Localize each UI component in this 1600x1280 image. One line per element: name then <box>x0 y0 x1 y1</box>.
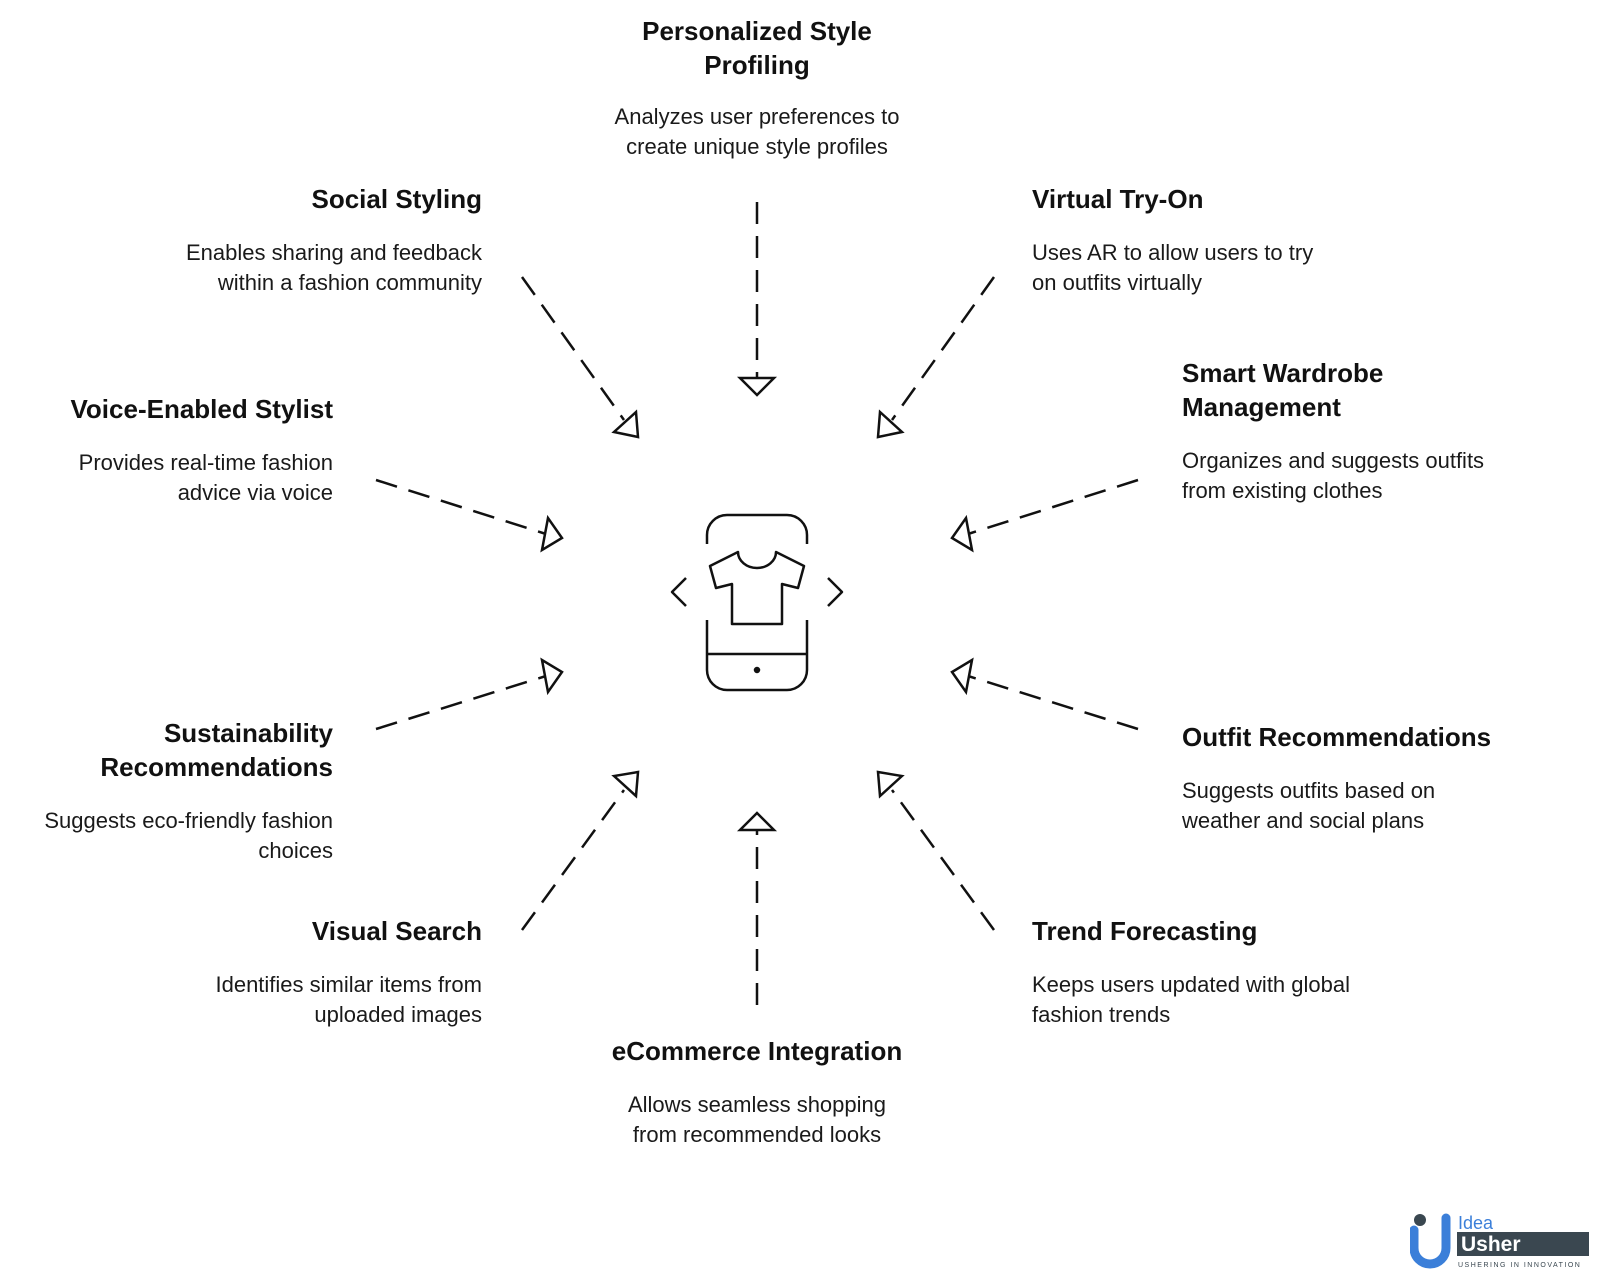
arrow-sustainability-recommendations <box>375 657 564 731</box>
arrow-personalized-style-profiling <box>736 202 778 397</box>
arrow-ecommerce-integration <box>736 811 778 1005</box>
feature-ecommerce-integration: eCommerce Integration Allows seamless sh… <box>557 1034 957 1150</box>
arrow-voice-enabled-stylist <box>375 478 564 553</box>
feature-title: Outfit Recommendations <box>1182 722 1492 752</box>
logo-mark-icon: Idea Usher USHERING IN INNOVATION <box>1409 1213 1589 1269</box>
feature-social-styling: Social Styling Enables sharing and feedb… <box>82 182 482 298</box>
logo-word-idea: Idea <box>1458 1213 1494 1233</box>
arrow-visual-search <box>520 770 640 931</box>
arrow-social-styling <box>520 276 640 439</box>
feature-title: Social Styling <box>311 184 483 214</box>
feature-title: eCommerce Integration <box>611 1036 903 1066</box>
arrow-virtual-try-on <box>876 276 996 439</box>
feature-trend-forecasting: Trend Forecasting Keeps users updated wi… <box>1032 914 1432 1030</box>
logo-tagline: USHERING IN INNOVATION <box>1458 1262 1581 1269</box>
feature-title: Voice-Enabled Stylist <box>70 394 333 424</box>
arrow-smart-wardrobe-management <box>950 478 1139 553</box>
logo-word-usher: Usher <box>1461 1233 1521 1256</box>
idea-usher-logo: Idea Usher USHERING IN INNOVATION <box>1409 1210 1590 1270</box>
feature-virtual-try-on: Virtual Try-On Uses AR to allow users to… <box>1032 182 1432 298</box>
feature-title: Trend Forecasting <box>1032 916 1258 946</box>
feature-outfit-recommendations: Outfit Recommendations Suggests outfits … <box>1182 720 1592 836</box>
phone-tshirt-icon <box>670 513 844 692</box>
feature-title: Visual Search <box>311 916 482 946</box>
arrow-trend-forecasting <box>876 770 996 931</box>
feature-title: Virtual Try-On <box>1032 184 1204 214</box>
arrow-outfit-recommendations <box>950 657 1139 731</box>
feature-visual-search: Visual Search Identifies similar items f… <box>82 914 482 1030</box>
feature-voice-enabled-stylist: Voice-Enabled Stylist Provides real-time… <box>0 392 333 508</box>
